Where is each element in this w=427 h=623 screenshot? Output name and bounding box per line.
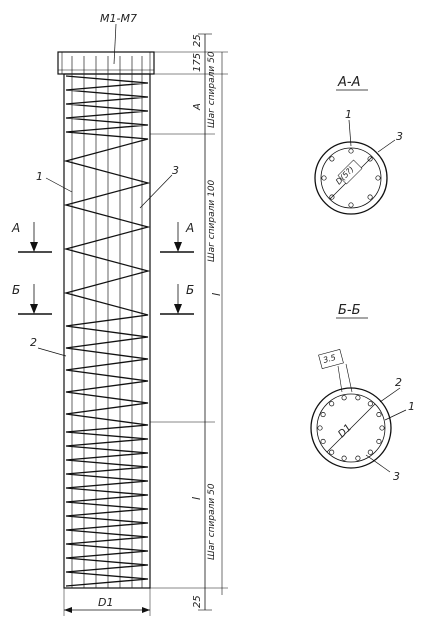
vertical-dimensions: [150, 33, 228, 611]
section-bb-callout-1: 1: [408, 400, 415, 413]
section-cut-b: [18, 284, 194, 315]
top-label: M1-M7: [100, 12, 137, 25]
section-bb-dim: D1: [336, 422, 354, 440]
pitch-label-bottom: Шаг спирали 50: [207, 483, 217, 560]
dim-l: l: [190, 497, 203, 500]
dim-175: 175: [192, 53, 203, 72]
section-aa: A-A D(5?) 1 3: [314, 75, 403, 215]
section-bb-small-dim: 3.5: [322, 353, 337, 365]
pile-elevation: [18, 23, 228, 616]
bottom-dim-label: D1: [98, 596, 113, 609]
dim-a: A: [192, 103, 203, 111]
pile-cap: [57, 51, 155, 75]
dim-25-bottom: 25: [192, 595, 203, 608]
dim-l1: l: [210, 293, 223, 296]
bottom-dimension: [63, 588, 151, 616]
section-mark-a-right: A: [185, 221, 194, 235]
section-bb: Б-Б D1 3.5 2 1 3: [310, 303, 415, 483]
section-aa-callout-1: 1: [345, 108, 352, 121]
section-bb-title: Б-Б: [338, 303, 361, 318]
section-aa-callout-3: 3: [396, 130, 403, 143]
dim-25-top: 25: [192, 34, 203, 47]
pitch-label-middle: Шаг спирали 100: [207, 179, 217, 262]
section-mark-b-right: Б: [186, 283, 194, 297]
section-mark-b-left: Б: [12, 283, 20, 297]
callout-1: 1: [36, 170, 43, 183]
longitudinal-bars: [71, 56, 143, 588]
callout-2: 2: [30, 336, 37, 349]
section-bb-bars: [317, 395, 385, 461]
pile-body: [63, 73, 151, 589]
section-bb-small-dim-box: [318, 349, 344, 369]
pitch-label-top: Шаг спирали 50: [207, 51, 217, 128]
spiral-reinforcement: [63, 75, 151, 587]
section-bb-callout-3: 3: [393, 470, 400, 483]
section-cut-a: [18, 222, 194, 253]
section-mark-a-left: A: [11, 221, 20, 235]
callout-3: 3: [172, 164, 179, 177]
section-bb-callout-2: 2: [395, 376, 402, 389]
section-aa-title: A-A: [337, 75, 360, 90]
